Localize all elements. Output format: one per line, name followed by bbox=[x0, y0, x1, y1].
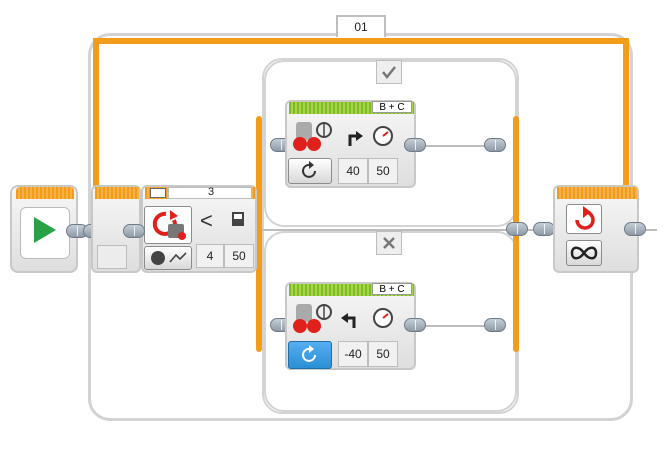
loop-orange-path bbox=[93, 38, 629, 44]
sensor-select-button[interactable] bbox=[144, 206, 192, 244]
rotate-icon bbox=[302, 345, 316, 362]
compare-value-text: 50 bbox=[232, 249, 246, 263]
motor-false-output-plug[interactable] bbox=[404, 318, 426, 332]
switch-rail-left bbox=[256, 116, 262, 352]
rotate-icon bbox=[302, 161, 316, 178]
loop-end-input-plug[interactable] bbox=[533, 222, 555, 236]
case-false-tab[interactable] bbox=[376, 231, 402, 255]
loop-icon bbox=[575, 206, 595, 230]
switch-name: 3 bbox=[207, 186, 215, 198]
steer-right-icon bbox=[348, 131, 363, 146]
loop-name: 01 bbox=[354, 20, 368, 34]
infinity-icon bbox=[570, 246, 598, 260]
threshold-text: 4 bbox=[206, 249, 214, 263]
compare-symbol: < bbox=[200, 208, 213, 233]
check-mark-icon bbox=[382, 66, 396, 80]
compare-type-icon bbox=[232, 212, 244, 226]
switch-name-field[interactable]: 3 bbox=[168, 186, 252, 199]
power-gauge-icon bbox=[373, 308, 393, 328]
motor-true-output-plug[interactable] bbox=[404, 138, 426, 152]
motor-true-steering[interactable]: 40 bbox=[338, 158, 368, 184]
motor-false-power[interactable]: 50 bbox=[368, 341, 398, 367]
switch-input-plug[interactable] bbox=[123, 224, 145, 238]
motor-false-mode-button[interactable] bbox=[288, 341, 332, 369]
motor-true-power[interactable]: 50 bbox=[368, 158, 398, 184]
loop-mode-button[interactable] bbox=[566, 240, 602, 266]
steering-motor-icon bbox=[293, 122, 332, 151]
loop-end-output-plug[interactable] bbox=[624, 222, 646, 236]
wire-false-out bbox=[418, 325, 490, 327]
motor-true-ports[interactable]: B + C bbox=[372, 101, 412, 113]
motor-false-steering[interactable]: -40 bbox=[338, 341, 368, 367]
compare-value[interactable]: 50 bbox=[224, 244, 254, 268]
wire-true-out bbox=[418, 145, 490, 147]
loop-orange-right bbox=[623, 38, 629, 198]
loop-condition-button[interactable] bbox=[566, 204, 602, 234]
cross-mark-icon bbox=[383, 237, 395, 249]
motor-false-ports[interactable]: B + C bbox=[372, 283, 412, 295]
switch-header-icon bbox=[150, 188, 166, 198]
power-gauge-icon bbox=[373, 126, 393, 146]
loop-name-tab[interactable]: 01 bbox=[336, 15, 386, 37]
rotation-sensor-icon bbox=[152, 210, 186, 240]
switch-false-output-plug[interactable] bbox=[484, 318, 506, 332]
switch-output-plug[interactable] bbox=[506, 222, 528, 236]
wire-switch-merge bbox=[262, 229, 518, 231]
play-icon bbox=[34, 217, 56, 243]
threshold-value[interactable]: 4 bbox=[196, 244, 224, 268]
wire-loop-out bbox=[635, 229, 657, 231]
steering-motor-icon bbox=[293, 304, 332, 333]
sensor-mode-button[interactable] bbox=[144, 246, 192, 270]
case-true-tab[interactable] bbox=[376, 60, 402, 84]
switch-true-output-plug[interactable] bbox=[484, 138, 506, 152]
loop-orange-left bbox=[93, 38, 99, 186]
steer-left-icon bbox=[341, 313, 356, 328]
compare-mode-icon bbox=[151, 251, 187, 265]
motor-true-mode-button[interactable] bbox=[288, 158, 332, 184]
